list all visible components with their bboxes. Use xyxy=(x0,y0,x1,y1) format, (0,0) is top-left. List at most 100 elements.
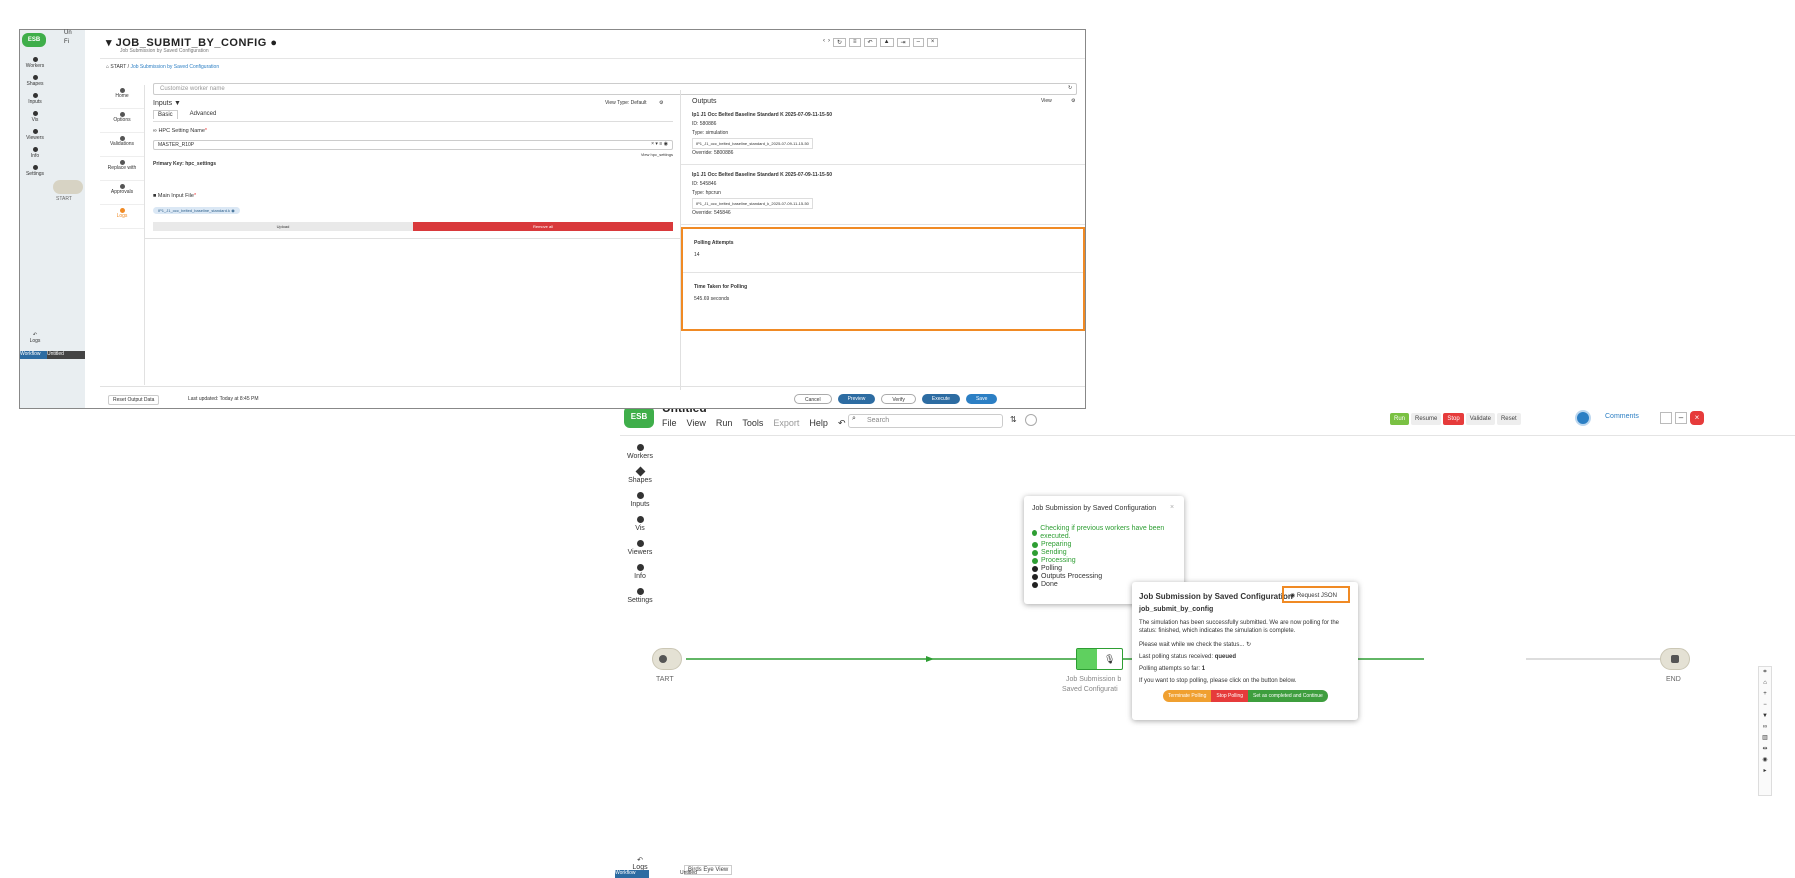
resume-button[interactable]: Resume xyxy=(1411,413,1442,425)
verify-button[interactable]: Verify xyxy=(881,394,916,404)
preview-button[interactable]: Preview xyxy=(837,394,876,404)
collapse-icon[interactable]: ▾ xyxy=(106,37,116,49)
undo-icon[interactable]: ↶ xyxy=(863,38,877,47)
complete-continue-button[interactable]: Set as completed and Continue xyxy=(1248,690,1328,702)
menu-file[interactable]: File xyxy=(662,418,677,428)
sidebar-item-logs[interactable]: ↶Logs xyxy=(620,856,660,871)
minimize-button[interactable]: – xyxy=(1675,412,1687,424)
tab-logs[interactable]: Logs xyxy=(100,205,144,229)
validate-button[interactable]: Validate xyxy=(1465,413,1495,425)
chart-icon[interactable]: ▥ xyxy=(1762,735,1768,741)
maximize-button[interactable] xyxy=(1660,412,1672,424)
workflow-canvas[interactable]: TART 🎙 Job Submission b Saved Configurat… xyxy=(652,436,1795,878)
output-link[interactable]: IP1_J1_occ_belted_baseline_standard_k_20… xyxy=(692,138,813,149)
menu-help[interactable]: Help xyxy=(809,418,828,428)
next-icon[interactable]: › xyxy=(828,38,830,44)
worker-name-input[interactable]: Customize worker name xyxy=(153,83,1077,95)
outputs-view-button[interactable]: View xyxy=(1041,98,1052,104)
menu-run[interactable]: Run xyxy=(715,418,733,428)
workflow-tab[interactable]: Workflow xyxy=(615,870,649,878)
sidebar-item-vis[interactable]: Vis xyxy=(20,111,50,123)
tab-options[interactable]: Options xyxy=(100,109,144,133)
run-button[interactable]: Run xyxy=(1390,413,1410,425)
undo-icon[interactable]: ↶ xyxy=(837,418,846,428)
stop-button[interactable]: Stop xyxy=(1443,413,1464,425)
user-avatar[interactable] xyxy=(1575,410,1591,426)
expand-icon[interactable]: ⇥ xyxy=(896,38,910,47)
tab-advanced[interactable]: Advanced xyxy=(189,111,217,117)
breadcrumb-start[interactable]: START xyxy=(110,64,127,70)
zoom-out-icon[interactable]: − xyxy=(1763,702,1767,708)
sidebar-item-shapes[interactable]: Shapes xyxy=(20,75,50,87)
minimize-icon[interactable]: – xyxy=(912,38,924,47)
breadcrumb-current[interactable]: Job Submission by Saved Configuration xyxy=(130,64,220,70)
sidebar-item-workers[interactable]: Workers xyxy=(20,57,50,69)
tab-home[interactable]: Home xyxy=(100,85,144,109)
stop-polling-button[interactable]: Stop Polling xyxy=(1211,690,1249,702)
layout-icon[interactable]: ≡ xyxy=(849,38,861,47)
comments-button[interactable]: Comments xyxy=(1605,413,1639,420)
job-submission-node[interactable]: 🎙 xyxy=(1076,648,1123,670)
file-tab[interactable]: Untitled xyxy=(47,351,85,359)
execute-button[interactable]: Execute xyxy=(921,394,960,404)
select-controls[interactable]: × ▾ ≡ ◉ xyxy=(651,141,668,147)
eye-icon[interactable]: ◉ xyxy=(231,208,235,213)
view-hpc-settings-link[interactable]: View hpc_settings xyxy=(640,152,673,157)
tab-basic[interactable]: Basic xyxy=(153,110,178,119)
hpc-setting-select[interactable]: MASTER_R10P× ▾ ≡ ◉ xyxy=(153,140,673,150)
request-json-button[interactable]: ◉ Request JSON xyxy=(1282,586,1350,603)
settings-icon[interactable]: ⚙ xyxy=(1071,98,1076,104)
save-button[interactable]: Save xyxy=(965,394,998,404)
start-node[interactable] xyxy=(652,648,682,670)
app-logo[interactable]: ESB xyxy=(22,33,46,47)
home-icon[interactable]: ⌂ xyxy=(106,64,111,70)
remove-all-button[interactable]: Remove all xyxy=(413,222,673,231)
tab-replace-with[interactable]: Replace with xyxy=(100,157,144,181)
menu-tools[interactable]: Tools xyxy=(742,418,764,428)
reset-output-button[interactable]: Reset Output Data xyxy=(108,395,160,405)
close-icon[interactable]: × xyxy=(1170,504,1175,511)
sidebar-item-vis[interactable]: Vis xyxy=(620,516,660,532)
layout-icon[interactable]: ⇹ xyxy=(1762,746,1768,752)
birds-eye-view-button[interactable]: Birds Eye View xyxy=(684,865,733,875)
workflow-tab[interactable]: Workflow xyxy=(20,351,47,359)
link-icon[interactable]: ∞ xyxy=(1762,724,1768,730)
sidebar-item-inputs[interactable]: Inputs xyxy=(620,492,660,508)
file-tab[interactable]: Untitled xyxy=(680,870,697,876)
filter-icon[interactable]: ▼ xyxy=(174,100,181,107)
close-icon[interactable]: × xyxy=(926,38,939,47)
sidebar-item-viewers[interactable]: Viewers xyxy=(20,129,50,141)
start-node[interactable] xyxy=(53,180,83,194)
upload-icon[interactable]: ▲ xyxy=(879,38,894,47)
info-icon[interactable]: ● xyxy=(266,37,278,49)
sidebar-item-settings[interactable]: Settings xyxy=(620,588,660,604)
sidebar-item-viewers[interactable]: Viewers xyxy=(620,540,660,556)
settings-icon[interactable]: ⚙ xyxy=(659,100,664,106)
play-icon[interactable]: ▸ xyxy=(1763,768,1767,774)
end-node[interactable] xyxy=(1660,648,1690,670)
zoom-in-icon[interactable]: + xyxy=(1763,691,1767,697)
home-icon[interactable]: ⌂ xyxy=(1763,680,1767,686)
search-input[interactable]: Search xyxy=(848,414,1003,428)
menu-view[interactable]: View xyxy=(686,418,706,428)
sidebar-item-workers[interactable]: Workers xyxy=(620,444,660,460)
sidebar-item-shapes[interactable]: Shapes xyxy=(620,466,660,484)
refresh-icon[interactable]: ↻ xyxy=(833,38,847,47)
filter-icon[interactable]: ⇅ xyxy=(1010,415,1017,424)
file-chip[interactable]: IP1_J1_occ_belted_baseline_standard.k ◉ xyxy=(153,207,240,214)
terminate-polling-button[interactable]: Terminate Polling xyxy=(1163,690,1212,702)
filter-icon[interactable]: ▼ xyxy=(1762,713,1768,719)
output-link[interactable]: IP1_J1_occ_belted_baseline_standard_k_20… xyxy=(692,198,813,209)
reset-button[interactable]: Reset xyxy=(1496,413,1521,425)
cancel-button[interactable]: Cancel xyxy=(794,394,832,404)
sidebar-item-settings[interactable]: Settings xyxy=(20,165,50,177)
eye-icon[interactable]: ◉ xyxy=(1762,757,1768,763)
sidebar-item-info[interactable]: Info xyxy=(20,147,50,159)
view-type-button[interactable]: View Type: Default xyxy=(605,100,647,106)
fit-icon[interactable]: ⌗ xyxy=(1763,669,1767,675)
app-logo[interactable]: ESB xyxy=(624,406,654,428)
prev-icon[interactable]: ‹ xyxy=(823,38,825,44)
sidebar-item-logs[interactable]: ↶Logs xyxy=(20,332,50,344)
sidebar-item-info[interactable]: Info xyxy=(620,564,660,580)
settings-icon[interactable] xyxy=(1025,414,1037,426)
